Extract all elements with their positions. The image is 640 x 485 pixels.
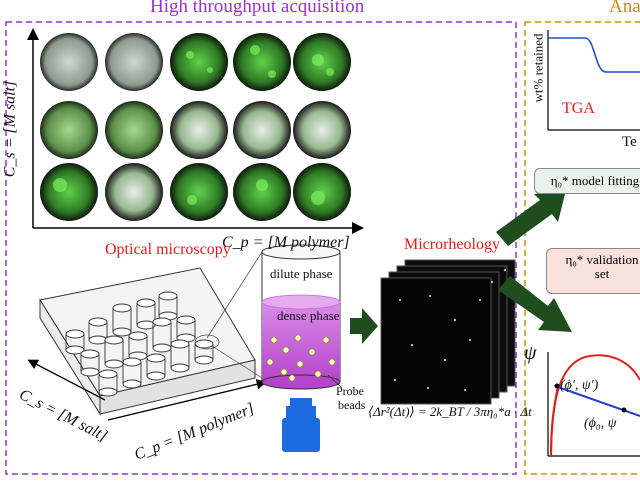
dish-row-2 <box>40 101 351 159</box>
acquisition-title: High throughput acquisition <box>150 0 365 17</box>
dish-image <box>170 33 228 91</box>
dish-image <box>170 101 228 159</box>
arrow-to-microrheology <box>350 308 378 344</box>
dish-image <box>105 163 163 221</box>
zoom-line <box>211 345 263 379</box>
validation-label-1: η₀* validation <box>565 252 639 267</box>
phase-diagram <box>547 352 640 457</box>
analysis-frame <box>524 21 640 475</box>
tga-x-label: Te <box>622 134 637 150</box>
dense-phase-label: dense phase <box>277 308 340 323</box>
psi-axis-label: ψ <box>524 342 537 364</box>
arrow-to-model-fitting <box>496 190 566 246</box>
dish-image <box>233 101 291 159</box>
point-prime-marker <box>554 383 560 389</box>
well-plate <box>39 267 256 416</box>
vial <box>261 244 341 390</box>
dish-image <box>105 101 163 159</box>
acquisition-frame <box>5 21 517 475</box>
probe-beads <box>266 334 336 382</box>
dish-droplet-patches <box>53 45 334 205</box>
zoom-line <box>206 251 263 339</box>
analysis-title: Ana <box>609 0 640 17</box>
probe-label: Probe <box>336 384 364 398</box>
point-zero-marker <box>621 407 627 413</box>
model-fitting-label: η₀* model fitting <box>550 173 640 188</box>
optical-microscopy-label: Optical microscopy <box>105 241 231 258</box>
binodal-curve <box>550 354 640 457</box>
dish-y-axis-label: C_s = [M salt] <box>1 80 19 178</box>
video-frame-stack <box>380 259 516 405</box>
dish-image <box>40 101 98 159</box>
dish-image <box>233 163 291 221</box>
point-zero-label: (ϕ₀, ψ <box>584 416 617 431</box>
arrow-to-validation <box>498 276 572 332</box>
bead-spots <box>394 269 506 391</box>
dish-image <box>40 163 98 221</box>
plate-polymer-axis <box>107 379 268 421</box>
dish-image <box>293 163 351 221</box>
dish-image <box>293 101 351 159</box>
msd-equation: ⟨Δr²(Δt)⟩ = 2k_BT / 3πη₀*a · Δt <box>368 404 532 419</box>
dish-row-3 <box>40 163 351 221</box>
tga-plot <box>547 30 640 131</box>
objective-icon <box>282 398 320 452</box>
dish-image <box>233 33 291 91</box>
dish-image <box>170 163 228 221</box>
probe-pointer <box>327 374 343 389</box>
selected-well-highlight <box>194 334 220 350</box>
validation-box: η₀* validation set <box>546 248 640 294</box>
point-prime-label: (ϕ', ψ') <box>560 378 599 393</box>
plate-salt-axis <box>27 359 106 401</box>
tga-label: TGA <box>562 100 595 117</box>
tga-curve <box>548 37 640 73</box>
dilute-phase-label: dilute phase <box>270 266 333 281</box>
model-fitting-box: η₀* model fitting <box>534 168 640 194</box>
tga-y-label: wt% retained <box>530 33 546 103</box>
dish-image <box>40 33 98 91</box>
dish-x-axis-label: C_p = [M polymer] <box>222 234 350 251</box>
microrheology-label: Microrheology <box>404 236 500 253</box>
dish-image <box>105 33 163 91</box>
dish-row-1 <box>40 33 351 91</box>
beads-label: beads <box>338 398 366 412</box>
validation-label-2: set <box>594 266 610 281</box>
